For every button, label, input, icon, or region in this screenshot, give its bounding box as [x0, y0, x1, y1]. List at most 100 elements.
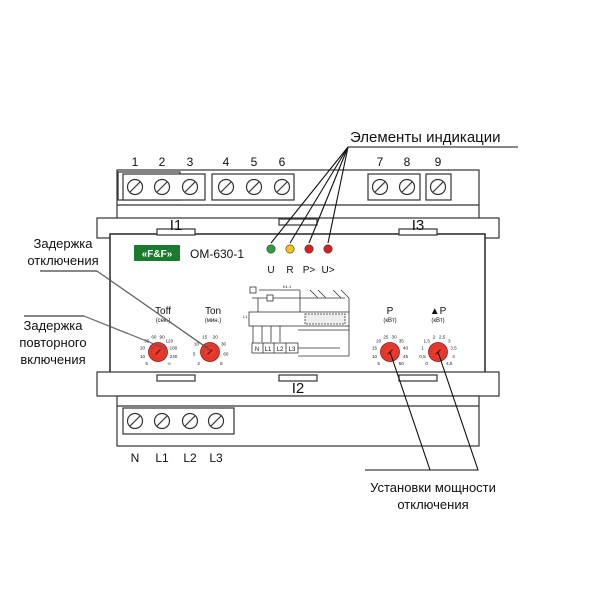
scale-label: 0: [425, 361, 428, 366]
terminal-number: 1: [132, 155, 139, 169]
power-callout-line1: Установки мощности: [370, 480, 496, 495]
scale-label: 2: [433, 334, 436, 339]
callout-lines-double: [83, 270, 211, 351]
screw-icon: [181, 412, 199, 430]
scale-label: 4: [452, 354, 455, 359]
screw-icon: [371, 178, 389, 196]
knob-titles: Toff (сек.) Ton (мин.) P (кВт) ▲P (кВт): [155, 306, 447, 324]
scale-label: 45: [403, 354, 409, 359]
indicator-led: [266, 244, 276, 254]
power-callout-line2: отключения: [397, 497, 468, 512]
scale-label: 15: [202, 335, 208, 340]
scale-label: 5: [377, 361, 380, 366]
scale-label: 40: [403, 346, 409, 351]
delay-off-callout-line2: отключения: [27, 253, 98, 268]
scale-label: 8: [220, 361, 223, 366]
scale-label: 2: [197, 361, 200, 366]
indicator-label-r: R: [286, 265, 293, 276]
top-terminal-numbers: 1 2 3 4 5 6 7 8 9: [132, 155, 442, 169]
indicator-led: [323, 244, 333, 254]
toff-unit: (сек.): [156, 318, 171, 324]
screw-icon: [181, 178, 199, 196]
indicator-label-u-over: U>: [321, 265, 334, 276]
scale-label: 0,5: [419, 354, 426, 359]
scale-label: 1,5: [424, 339, 431, 344]
scale-label: 10: [372, 354, 378, 359]
schematic: [248, 286, 350, 357]
svg-text:«F&F»: «F&F»: [142, 249, 173, 260]
scale-label: 3: [448, 339, 451, 344]
screw-icon: [398, 178, 416, 196]
schematic-label: N: [255, 347, 259, 353]
terminal-label: N: [131, 451, 140, 465]
scale-label: 15: [372, 346, 378, 351]
indicator-label-u: U: [267, 265, 274, 276]
indication-callout: Элементы индикации: [350, 129, 501, 146]
scale-label: 20: [140, 346, 146, 351]
terminal-label: L1: [155, 451, 169, 465]
p-title: P: [387, 306, 394, 317]
terminal-number: 4: [223, 155, 230, 169]
top-screws: [126, 178, 447, 196]
scale-label: 50: [399, 361, 405, 366]
ton-unit: (мин.): [205, 318, 221, 324]
scale-label: 1: [421, 346, 424, 351]
indicator-led: [285, 244, 295, 254]
screw-icon: [126, 178, 144, 196]
scale-label: 120: [165, 339, 173, 344]
bottom-screws: [126, 412, 225, 430]
terminal-number: 8: [404, 155, 411, 169]
indicator-label-p: P>: [303, 265, 316, 276]
zone-label-i2: I2: [292, 380, 305, 397]
scale-label: 180: [170, 346, 178, 351]
schematic-label: L3: [289, 347, 296, 353]
terminal-label: L2: [183, 451, 197, 465]
terminal-number: 2: [159, 155, 166, 169]
terminal-number: 7: [377, 155, 384, 169]
scale-label: 2,5: [439, 334, 446, 339]
scale-label: 30: [392, 334, 398, 339]
scale-label: 20: [213, 335, 219, 340]
indicator-led: [304, 244, 314, 254]
scale-label: 3,5: [450, 346, 457, 351]
scale-label: 30: [221, 341, 227, 346]
scale-label: 240: [170, 354, 178, 359]
schematic-label: L1: [265, 347, 272, 353]
dp-title: ▲P: [430, 306, 447, 317]
screw-icon: [217, 178, 235, 196]
p-unit: (кВт): [383, 318, 396, 324]
screw-icon: [126, 412, 144, 430]
screw-icon: [273, 178, 291, 196]
delay-on-callout-line2: повторного: [19, 335, 86, 350]
toff-title: Toff: [155, 306, 171, 317]
scale-label: 10: [194, 341, 200, 346]
ton-title: Ton: [205, 306, 221, 317]
screw-icon: [245, 178, 263, 196]
scale-label: 60: [223, 352, 229, 357]
schematic-label: L2: [277, 347, 284, 353]
scale-label: 4,5: [446, 361, 453, 366]
callout-texts: Элементы индикации Задержка отключения З…: [19, 129, 500, 512]
terminal-number: 5: [251, 155, 258, 169]
indicator-leds: [266, 244, 333, 254]
delay-on-callout-line3: включения: [20, 352, 85, 367]
scale-label: 5: [193, 352, 196, 357]
zone-label-i3: I3: [412, 217, 425, 234]
schematic-relay-labels: K1.1 L1: [243, 284, 292, 319]
dp-unit: (кВт): [431, 318, 444, 324]
terminal-number: 3: [187, 155, 194, 169]
screw-icon: [153, 412, 171, 430]
model-name: OM-630-1: [190, 247, 244, 261]
terminal-number: 9: [435, 155, 442, 169]
bottom-terminal-labels: N L1 L2 L3: [131, 451, 223, 465]
scale-label: ∞: [168, 361, 171, 366]
scale-label: 25: [383, 334, 389, 339]
relay-label: K1.1: [283, 284, 292, 289]
scale-label: 5: [145, 361, 148, 366]
schematic-terminal-labels: N L1 L2 L3: [255, 347, 296, 353]
screw-icon: [153, 178, 171, 196]
